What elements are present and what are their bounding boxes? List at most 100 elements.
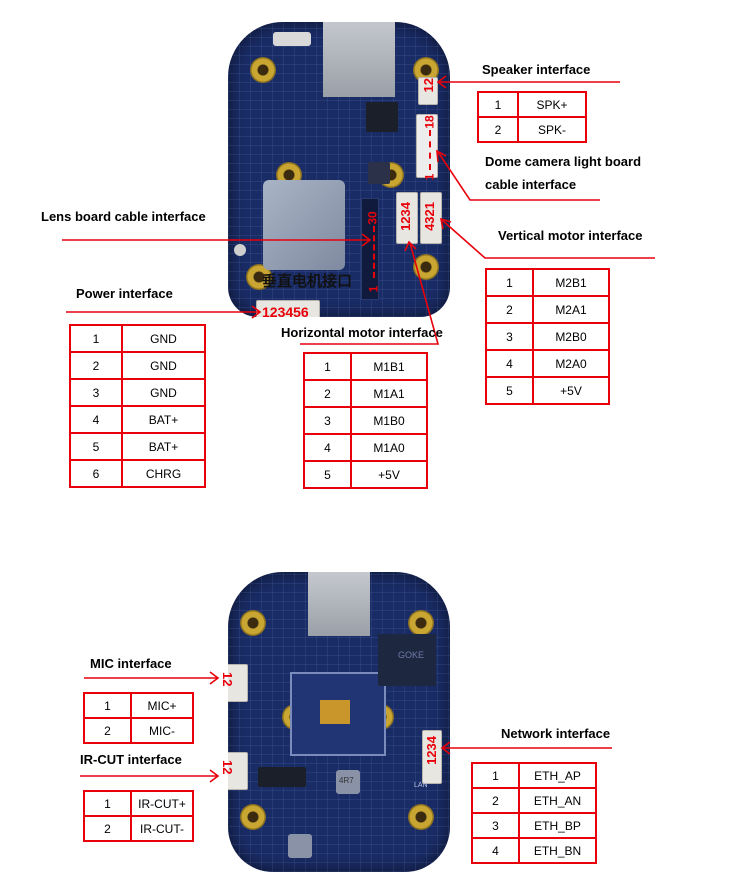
pin-signal: BAT+ [121,405,206,434]
ir-cut-interface-title: IR-CUT interface [80,752,182,767]
pin-number: 4 [69,405,123,434]
pin-number: 1 [477,91,519,118]
speaker-pin-numbers: 12 [421,78,436,93]
pin-number: 3 [303,406,352,435]
pin-signal: ETH_BN [518,837,597,864]
pin-signal: SPK- [517,116,587,143]
pin-number: 3 [471,812,520,839]
pin-number: 5 [303,460,352,489]
antenna-connector [234,244,246,256]
lens-fpc-pin-end: 30 [365,211,380,225]
power-pin-numbers: 123456 [262,304,309,320]
pin-signal: GND [121,324,206,353]
dome-light-board-title-line1: Dome camera light board [485,154,642,169]
mount-hole [413,254,439,280]
pin-number: 2 [303,379,352,408]
pin-number: 1 [471,762,520,789]
pin-signal: +5V [350,460,428,489]
pin-number: 1 [83,790,132,817]
ir-cut-pin-numbers: 12 [220,760,235,775]
mount-hole [408,804,434,830]
arrowhead [209,769,220,783]
image-sensor-chip [320,700,350,724]
pin-number: 2 [83,815,132,842]
pin-signal: ETH_AN [518,787,597,814]
soc-brand: GOKE [398,650,425,660]
pin-number: 5 [485,376,534,405]
pin-signal: M2B0 [532,322,610,351]
network-interface-title: Network interface [501,726,611,741]
pin-signal: M2B1 [532,268,610,297]
network-connector [422,730,442,784]
pin-number: 3 [69,378,123,407]
pin-number: 2 [83,717,132,744]
pin-number: 6 [69,459,123,488]
dome-fpc-dash [429,130,433,170]
pin-number: 4 [303,433,352,462]
pin-signal: M1B1 [350,352,428,381]
dome-light-board-title-line2: cable interface [485,177,577,192]
mount-hole [240,804,266,830]
table-row: 5+5V [303,460,428,489]
pin-number: 1 [303,352,352,381]
mount-hole [408,610,434,636]
ic-chip [368,162,390,184]
dome-fpc-pin-end: 18 [422,115,437,129]
pin-signal: GND [121,378,206,407]
pin-signal: M2A0 [532,349,610,378]
bottom-pcb-board: GOKE 4R7 LAN [228,572,450,872]
pin-signal: M2A1 [532,295,610,324]
vertical-motor-pin-numbers: 4321 [422,202,437,231]
pin-number: 1 [69,324,123,353]
pin-signal: IR-CUT+ [130,790,194,817]
pin-signal: MIC+ [130,692,194,719]
mic-pin-numbers: 12 [220,672,235,687]
pin-number: 2 [471,787,520,814]
pin-number: 2 [477,116,519,143]
pin-number: 2 [485,295,534,324]
top-pcb-board [228,22,450,317]
network-pin-numbers: 1234 [424,736,439,765]
pin-number: 5 [69,432,123,461]
lens-board-interface-title: Lens board cable interface [41,209,206,224]
dome-fpc-pin-start: 1 [422,173,437,181]
mic-connector [228,664,248,702]
lens-fpc-dash [373,226,377,278]
mic-interface-title: MIC interface [90,656,172,671]
horizontal-motor-pin-numbers: 1234 [398,202,413,231]
soc-chip [378,634,436,686]
lan-silkscreen: LAN [414,782,428,789]
pin-signal: SPK+ [517,91,587,118]
flash-chip [366,102,398,132]
arrowhead [209,671,220,685]
sd-card-slot [323,22,395,97]
driver-ic [258,767,306,787]
table-row: 5+5V [485,376,610,405]
inductor [288,834,312,858]
sim-card-slot [308,572,370,636]
mount-hole [250,57,276,83]
